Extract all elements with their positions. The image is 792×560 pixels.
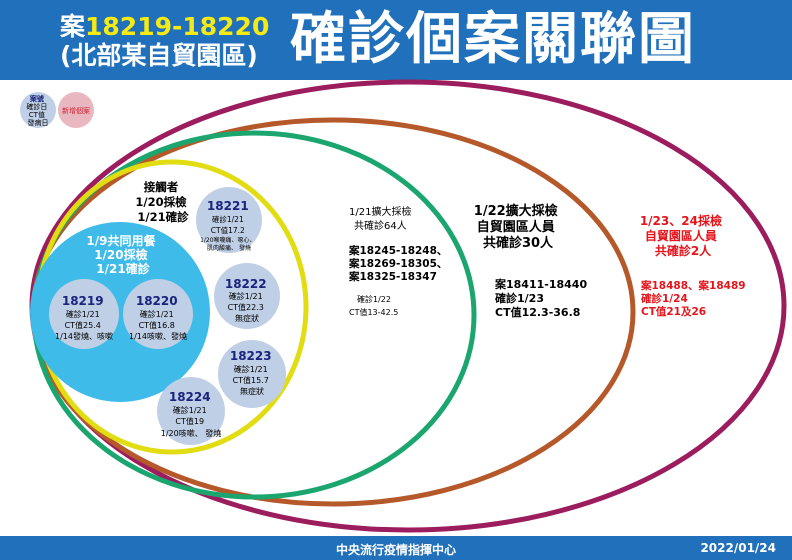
case-circle	[123, 279, 193, 349]
case-circle	[157, 377, 225, 445]
case-18221: 18221 確診1/21 CT值17.2 1/20喉嚨痛、噁心、 肌肉酸痛、 發…	[196, 187, 262, 253]
location-label: (北部某自貿園區)	[60, 41, 258, 70]
legend-new-case-circle	[58, 92, 94, 128]
case-circle	[214, 263, 280, 329]
group-0123-detail: 案18488、案18489 確診1/24 CT值21及26	[640, 279, 749, 318]
case-18222: 18222 確診1/21 CT值22.3 無症狀	[214, 263, 280, 329]
case-text: 18219 確診1/21 CT值25.4 1/14發燒、咳嗽	[55, 294, 113, 341]
case-text: 18221 確診1/21 CT值17.2 1/20喉嚨痛、噁心、 肌肉酸痛、 發…	[200, 199, 258, 252]
case-circle	[218, 340, 286, 408]
header-banner: 案18219-18220 (北部某自貿園區) 確診個案關聯圖	[0, 0, 792, 80]
case-text: 18223 確診1/21 CT值15.7 無症狀	[230, 349, 274, 396]
group-0122-heading: 1/22擴大採檢 自貿園區人員 共確診30人	[474, 203, 562, 251]
legend-case-circle	[20, 92, 56, 128]
agency-name: 中央流行疫情指揮中心	[335, 543, 456, 557]
case-18220: 18220 確診1/21 CT值16.8 1/14咳嗽、發燒	[123, 279, 193, 349]
case-circle	[196, 187, 262, 253]
case-circle	[49, 279, 119, 349]
case-prefix: 案	[60, 12, 86, 41]
case-range: 18219-18220	[85, 12, 270, 41]
case-18224: 18224 確診1/21 CT值19 1/20咳嗽、 發燒	[157, 377, 225, 445]
contacts-label: 接觸者 1/20採檢 1/21確診	[135, 180, 190, 224]
group-0121-cases: 案18245-18248、 案18269-18305、 案18325-18347	[348, 244, 451, 283]
group-0121-heading: 1/21擴大採檢 共確診64人	[349, 205, 415, 232]
case-text: 18224 確診1/21 CT值19 1/20咳嗽、 發燒	[161, 390, 222, 438]
meal-group-circle	[30, 222, 210, 402]
legend-case-text: 案號 確診日 CT值 發病日	[26, 94, 49, 127]
publish-date: 2022/01/24	[700, 541, 776, 555]
page-title: 確診個案關聯圖	[290, 7, 696, 72]
meal-group-label: 1/9共同用餐 1/20採檢 1/21確診	[86, 233, 159, 276]
footer-bar: 中央流行疫情指揮中心 2022/01/24	[0, 536, 792, 560]
case-subtitle: 案18219-18220 (北部某自貿園區)	[60, 12, 269, 70]
case-text: 18222 確診1/21 CT值22.3 無症狀	[225, 277, 269, 323]
case-18219: 18219 確診1/21 CT值25.4 1/14發燒、咳嗽	[49, 279, 119, 349]
legend-new-case-label: 新增個案	[62, 106, 90, 115]
group-0121-detail: 確診1/22 CT值13-42.5	[349, 294, 398, 317]
group-0122-detail: 案18411-18440 確診1/23 CT值12.3-36.8	[494, 277, 591, 319]
group-0123-heading: 1/23、24採檢 自貿園區人員 共確診2人	[640, 213, 726, 258]
case-text: 18220 確診1/21 CT值16.8 1/14咳嗽、發燒	[129, 294, 187, 341]
case-18223: 18223 確診1/21 CT值15.7 無症狀	[218, 340, 286, 408]
